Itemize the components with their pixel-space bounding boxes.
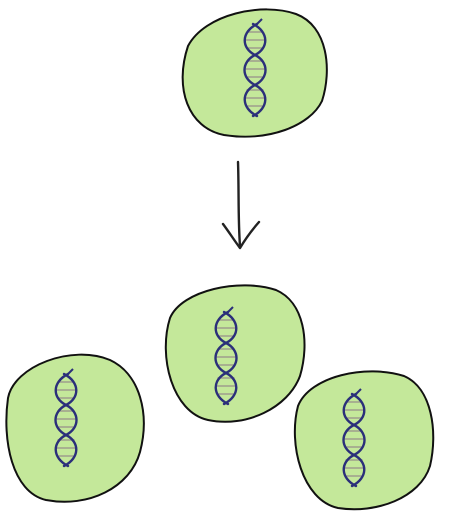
daughter-cell-middle — [164, 284, 306, 423]
daughter-cell-right — [293, 370, 435, 511]
division-arrow — [221, 160, 261, 250]
parent-cell — [181, 8, 328, 138]
daughter-cell-left — [5, 353, 145, 503]
